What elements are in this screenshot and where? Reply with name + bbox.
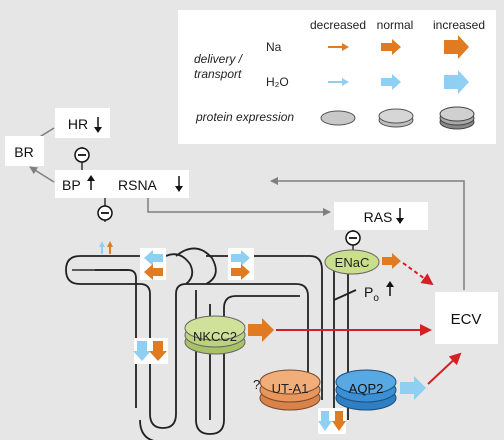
na-down-arrow-icon bbox=[149, 341, 167, 361]
br-box bbox=[5, 136, 44, 166]
hr-label: HR bbox=[68, 116, 88, 132]
po-label: Po bbox=[364, 284, 379, 304]
red-arrow bbox=[427, 352, 462, 385]
down-arrow-icon bbox=[396, 208, 404, 224]
po-subscript: o bbox=[373, 293, 379, 304]
legend-row-delivery: delivery / bbox=[194, 52, 244, 66]
rsna-label: RSNA bbox=[118, 177, 158, 193]
h2o-normal-arrow-icon bbox=[381, 74, 401, 90]
na-normal-arrow-icon bbox=[382, 253, 401, 269]
po-indicator: Po bbox=[364, 281, 394, 304]
inhibition-symbol bbox=[97, 205, 113, 221]
ras-label: RAS bbox=[364, 209, 393, 225]
aqp2-label: AQP2 bbox=[349, 381, 384, 396]
legend-row-h2o: H₂O bbox=[266, 75, 289, 89]
protein-decreased-disc-icon bbox=[320, 110, 356, 126]
ecv-box bbox=[435, 292, 498, 344]
nkcc2-protein: NKCC2 bbox=[184, 315, 246, 355]
h2o-down-arrow-icon bbox=[133, 341, 151, 361]
legend: decreased normal increased delivery / tr… bbox=[178, 10, 496, 144]
legend-row-protein: protein expression bbox=[195, 110, 294, 124]
bp-label: BP bbox=[62, 177, 81, 193]
nkcc2-label: NKCC2 bbox=[193, 329, 237, 344]
red-dotted-arrow bbox=[402, 262, 434, 286]
down-arrow-icon bbox=[175, 176, 183, 192]
na-increased-arrow-icon bbox=[444, 35, 469, 59]
na-increased-arrow-icon bbox=[248, 318, 274, 342]
legend-col-normal: normal bbox=[377, 18, 414, 32]
bp-rsna-box bbox=[55, 170, 189, 198]
hr-box bbox=[55, 108, 110, 138]
na-left-arrow-icon bbox=[144, 264, 163, 280]
legend-col-increased: increased bbox=[433, 18, 485, 32]
up-arrow-icon bbox=[87, 175, 95, 190]
protein-normal-disc-icon bbox=[378, 108, 414, 128]
na-normal-arrow-icon bbox=[381, 39, 401, 55]
inhibition-symbol bbox=[345, 230, 361, 246]
uta1-question: ? bbox=[253, 377, 260, 392]
legend-row-na: Na bbox=[266, 40, 282, 54]
ecv-label: ECV bbox=[451, 311, 482, 328]
protein-increased-disc-icon bbox=[439, 106, 475, 130]
aqp2-protein: AQP2 bbox=[335, 369, 397, 411]
up-arrow-icon bbox=[386, 281, 394, 296]
enac-label: ENaC bbox=[335, 255, 370, 270]
h2o-left-arrow-icon bbox=[144, 250, 163, 266]
legend-col-decreased: decreased bbox=[310, 18, 366, 32]
h2o-right-arrow-icon bbox=[231, 250, 250, 266]
na-decreased-arrow-icon bbox=[328, 43, 349, 51]
ras-box bbox=[334, 202, 428, 230]
h2o-increased-arrow-icon bbox=[444, 70, 469, 94]
na-down-arrow-icon bbox=[332, 411, 346, 431]
inhibition-symbol bbox=[74, 147, 90, 163]
h2o-up-arrow-icon bbox=[99, 241, 105, 254]
uta1-protein: UT-A1 ? bbox=[253, 369, 321, 411]
legend-row-transport: transport bbox=[194, 67, 242, 81]
uta1-label: UT-A1 bbox=[272, 381, 309, 396]
h2o-down-arrow-icon bbox=[318, 411, 332, 431]
h2o-decreased-arrow-icon bbox=[328, 78, 349, 86]
down-arrow-icon bbox=[94, 117, 102, 133]
na-up-arrow-icon bbox=[107, 241, 113, 254]
h2o-increased-arrow-icon bbox=[400, 376, 426, 400]
enac-protein: ENaC bbox=[324, 249, 380, 275]
na-right-arrow-icon bbox=[231, 264, 250, 280]
br-label: BR bbox=[14, 144, 33, 160]
